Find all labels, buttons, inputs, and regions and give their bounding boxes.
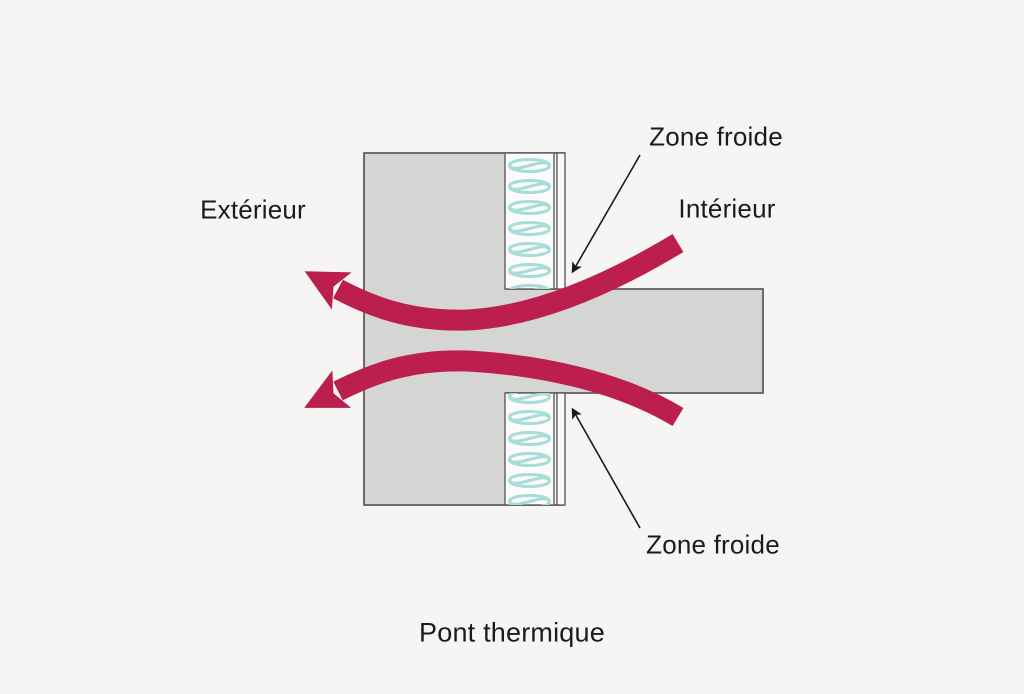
diagram-caption: Pont thermique xyxy=(419,617,605,648)
interior-board-lower xyxy=(556,392,566,506)
cold-zone-label-top: Zone froide xyxy=(649,121,783,152)
heat-flow-arrow-bottom xyxy=(304,350,684,427)
cold-zone-pointer-top xyxy=(571,154,641,274)
heat-flow-arrow-top xyxy=(304,234,684,331)
interior-board-upper xyxy=(556,152,566,290)
wall-outline xyxy=(363,152,565,506)
insulation-upper-squiggles xyxy=(505,153,554,289)
exterior-label: Extérieur xyxy=(200,194,306,225)
cold-zone-pointer-bottom xyxy=(571,407,641,529)
insulation-lower-squiggles xyxy=(505,393,554,505)
interior-label: Intérieur xyxy=(678,193,776,224)
cold-zone-label-bottom: Zone froide xyxy=(646,529,780,560)
